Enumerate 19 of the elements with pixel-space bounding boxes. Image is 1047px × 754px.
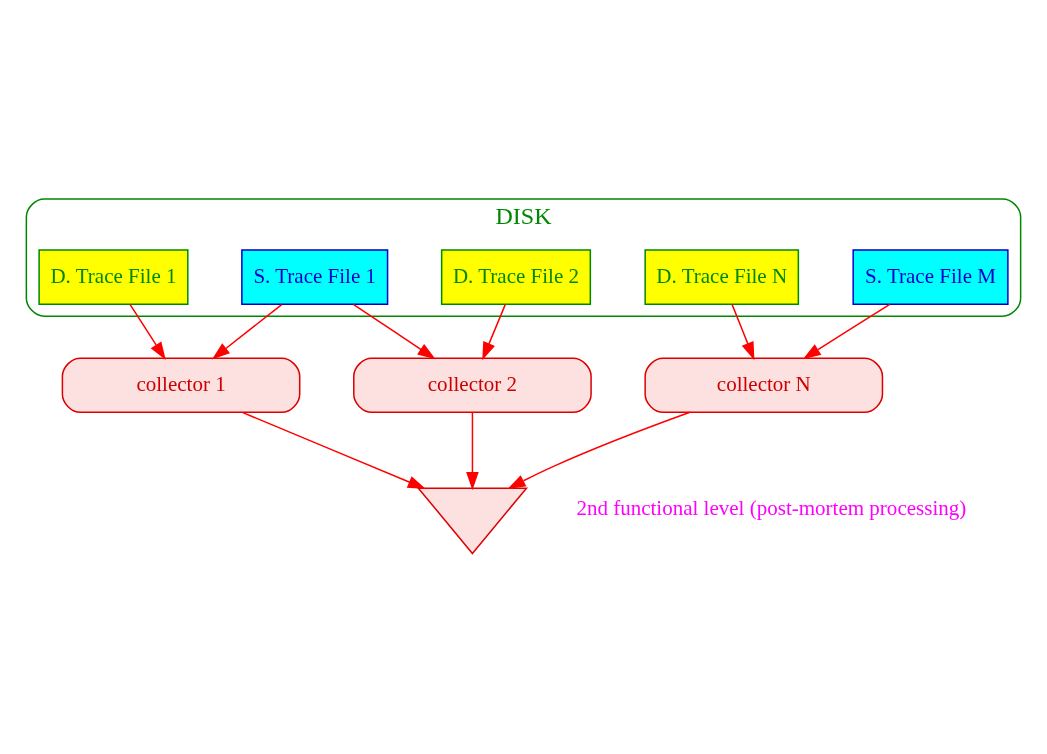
node-box: S. Trace File 1 bbox=[241, 248, 389, 305]
node-box: S. Trace File M bbox=[852, 248, 1009, 305]
arrow bbox=[482, 303, 506, 360]
node-box: D. Trace File N bbox=[644, 248, 800, 305]
arrow bbox=[466, 411, 479, 490]
node-box: collector 1 bbox=[61, 357, 301, 413]
node-box: collector N bbox=[644, 357, 884, 413]
node-label: 2nd functional level (post-mortem processing) bbox=[576, 495, 967, 520]
arrow bbox=[129, 303, 166, 360]
arrow bbox=[802, 303, 891, 359]
arrow bbox=[731, 303, 755, 360]
arrow bbox=[352, 303, 436, 359]
node-box: collector 2 bbox=[353, 357, 592, 413]
node-box: D. Trace File 2 bbox=[440, 248, 592, 305]
node-arrow bbox=[416, 486, 529, 555]
node-box: D. Trace File 1 bbox=[38, 248, 189, 305]
arrow bbox=[507, 411, 691, 489]
arrow bbox=[211, 303, 283, 359]
arrow bbox=[242, 411, 426, 489]
